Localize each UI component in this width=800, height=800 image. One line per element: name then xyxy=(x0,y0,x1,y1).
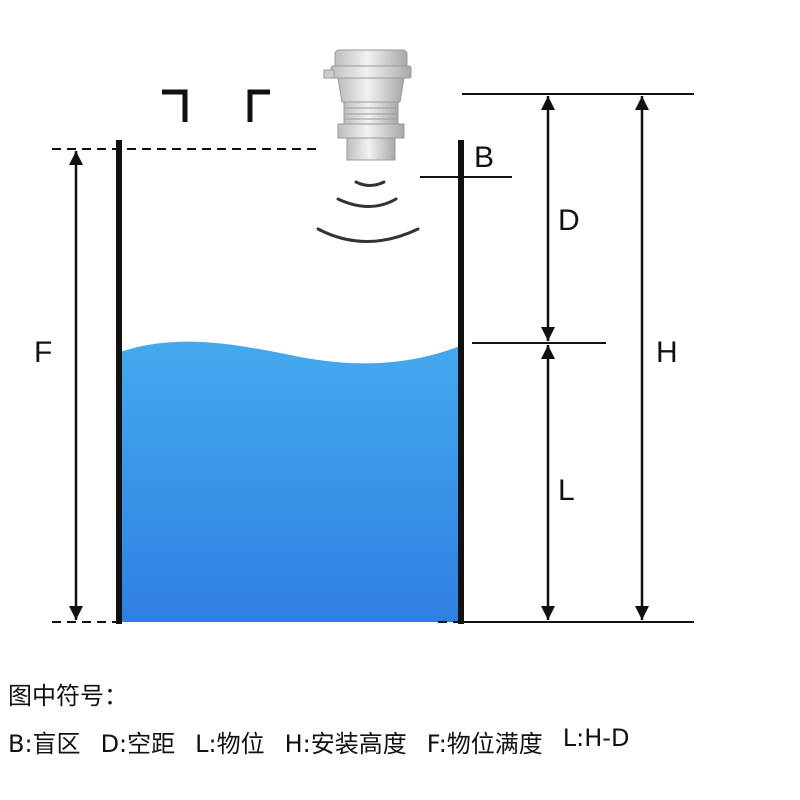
tank-left-wall xyxy=(116,140,122,624)
mounting-bracket-left xyxy=(162,89,188,122)
tank-right-wall xyxy=(458,140,464,624)
legend-item-install-height: H:安装高度 xyxy=(284,730,407,758)
legend-item-empty-distance: D:空距 xyxy=(100,730,176,758)
label-H: H xyxy=(656,336,678,369)
legend-item-formula: L:H-D xyxy=(562,724,630,752)
legend-title: 图中符号： xyxy=(8,682,128,710)
legend-item-full-range: F:物位满度 xyxy=(426,730,543,758)
label-D: D xyxy=(558,204,580,237)
label-L: L xyxy=(558,474,575,507)
ultrasonic-level-sensor-icon xyxy=(323,49,412,161)
legend-list: B:盲区 D:空距 L:物位 H:安装高度 F:物位满度 L:H-D xyxy=(8,724,629,759)
label-F: F xyxy=(34,336,52,369)
legend-item-blind-zone: B:盲区 xyxy=(8,730,81,758)
mounting-bracket-right xyxy=(247,89,270,122)
liquid-body xyxy=(120,341,460,622)
sound-wave-icon xyxy=(316,180,420,243)
legend-item-level: L:物位 xyxy=(195,730,265,758)
label-B: B xyxy=(474,141,494,174)
